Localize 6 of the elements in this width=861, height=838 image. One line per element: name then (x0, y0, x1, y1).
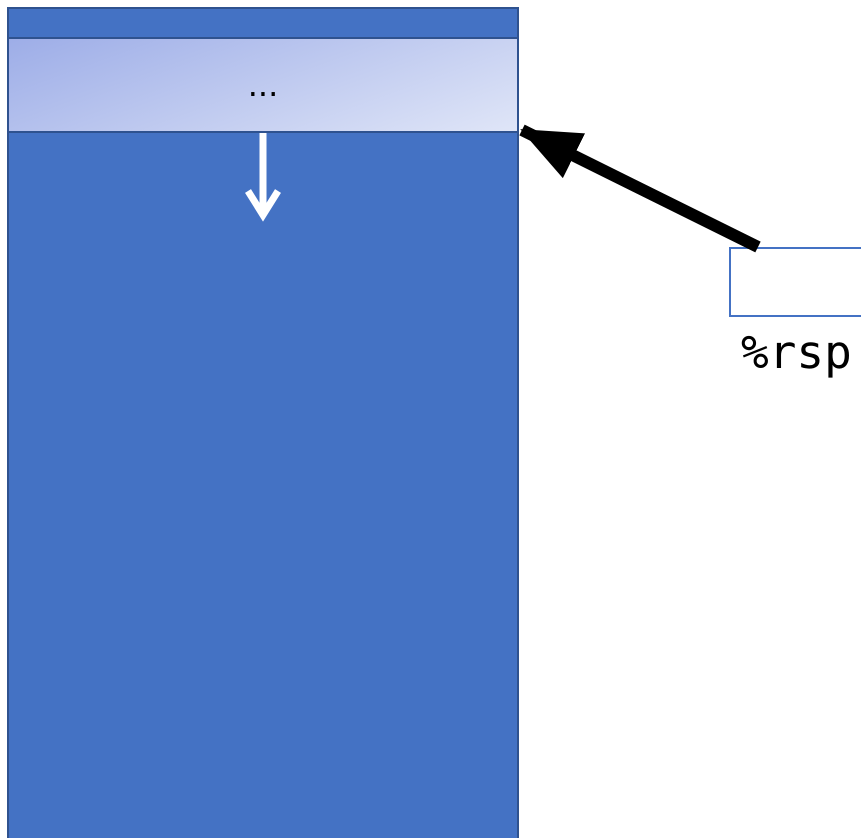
stack-memory-block (7, 7, 519, 838)
frame-label: ... (248, 69, 278, 101)
stack-frame-band (7, 37, 519, 133)
register-box (729, 247, 861, 317)
arrow (519, 124, 761, 252)
register-label: %rsp (741, 325, 852, 379)
